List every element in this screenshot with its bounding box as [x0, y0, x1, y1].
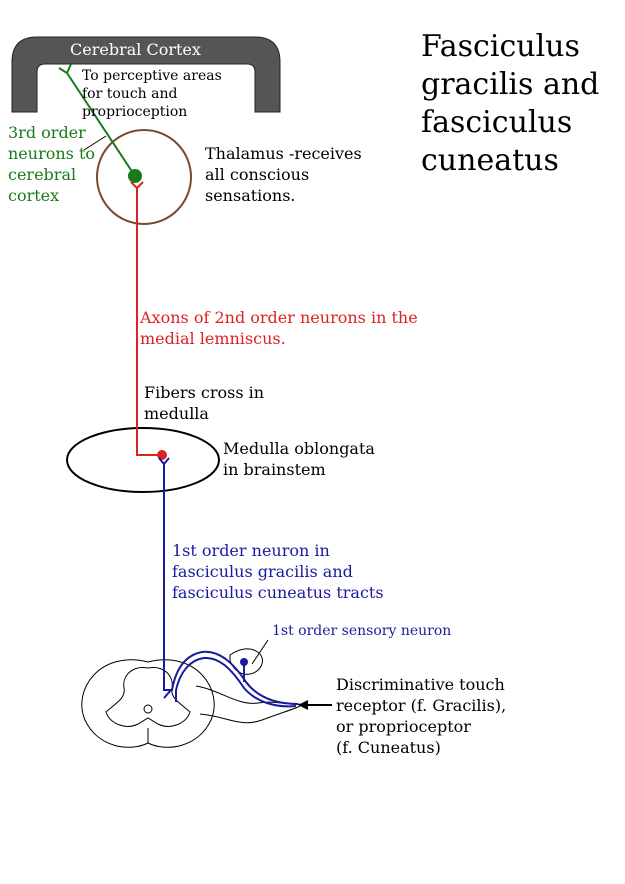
second-order-label: Axons of 2nd order neurons in the medial… — [140, 308, 418, 348]
second-order-neuron — [130, 181, 167, 460]
third-order-label: 3rd order neurons to cerebral cortex — [8, 123, 96, 205]
first-order-tract-label: 1st order neuron in fasciculus gracilis … — [172, 541, 384, 602]
thalamus-outline — [96, 129, 192, 225]
medulla-outline — [66, 427, 220, 493]
medulla-label: Medulla oblongata in brainstem — [223, 439, 375, 479]
receptor-arrow — [298, 700, 332, 710]
sensory-neuron-pointer — [251, 639, 269, 665]
cerebral-cortex-label: Cerebral Cortex — [70, 40, 201, 59]
fibers-cross-label: Fibers cross in medulla — [144, 383, 265, 423]
third-order-neuron — [58, 63, 142, 183]
cerebral-cortex-shape — [11, 36, 281, 113]
perceptive-areas-label: To perceptive areas for touch and propri… — [82, 68, 222, 120]
diagram-title: Fasciculus gracilis and fasciculus cunea… — [421, 29, 600, 178]
first-order-sensory-label: 1st order sensory neuron — [272, 623, 452, 639]
first-order-neuron — [158, 457, 299, 708]
third-order-pointer — [83, 135, 107, 151]
thalamus-label: Thalamus -receives all conscious sensati… — [205, 144, 362, 205]
receptor-label: Discriminative touch receptor (f. Gracil… — [336, 675, 507, 757]
